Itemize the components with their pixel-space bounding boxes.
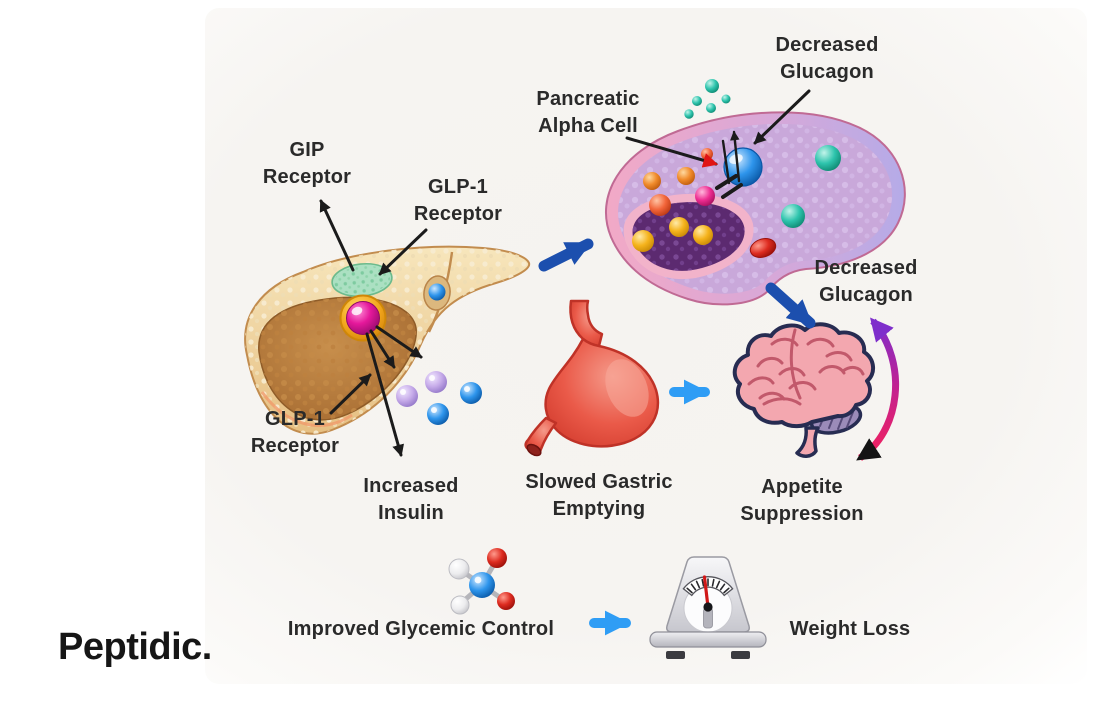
scale-ticks [686, 578, 730, 594]
label-improved-glycemic-control: Improved Glycemic Control [288, 616, 554, 643]
label-line: Increased [363, 475, 459, 497]
label-line: Suppression [740, 503, 864, 525]
weighing-scale-illustration [649, 556, 767, 659]
label-decreased-glucagon-right: Decreased Glucagon [815, 255, 918, 309]
label-gip-receptor: GIP Receptor [263, 137, 351, 191]
label-line: Decreased [775, 34, 879, 56]
label-glp1-receptor-top: GLP-1 Receptor [414, 174, 502, 228]
label-line: Improved Glycemic Control [287, 618, 555, 640]
label-line: GIP [289, 139, 325, 161]
label-line: Receptor [262, 166, 352, 188]
label-line: Emptying [552, 498, 646, 520]
label-line: Glucagon [780, 61, 874, 83]
brain-gyri [747, 328, 865, 406]
granule-icon [695, 186, 715, 206]
brainstem [795, 426, 820, 458]
label-slowed-gastric-emptying: Slowed Gastric Emptying [525, 469, 672, 523]
label-line: Appetite [761, 476, 843, 498]
stomach-illustration [524, 299, 660, 457]
dash-to-pink-granule [721, 183, 743, 199]
islet-illustration [605, 79, 906, 306]
label-line: Glucagon [819, 284, 913, 306]
secreted-dots [684, 79, 731, 119]
atom-white-icon [450, 595, 470, 615]
arrow-pancreas-to-islet [538, 238, 594, 272]
brand-logo: Peptidic. [58, 626, 212, 668]
granule-icon [677, 167, 695, 185]
arrow-to-gip-label [319, 199, 355, 272]
granule-icon [669, 217, 689, 237]
label-weight-loss: Weight Loss [790, 616, 911, 643]
gip-receptor-site [331, 262, 393, 298]
atom-red-icon [487, 548, 507, 568]
arrow-insulin-1 [369, 329, 396, 369]
label-line: Alpha Cell [538, 115, 638, 137]
label-decreased-glucagon-top: Decreased Glucagon [776, 32, 879, 86]
molecule-illustration [448, 548, 515, 615]
granule-icon [643, 172, 661, 190]
arrow-secretion-1 [730, 130, 741, 183]
atom-white-icon [448, 558, 470, 580]
granule-icon [632, 230, 654, 252]
arrow-secretion-2 [721, 139, 731, 185]
arrow-appetite-glucagon-loop [856, 317, 900, 461]
granule-icon [815, 145, 841, 171]
arrow-insulin-2 [375, 325, 423, 359]
atom-blue-icon [469, 572, 495, 598]
label-glp1-receptor-bottom: GLP-1 Receptor [251, 406, 339, 460]
label-appetite-suppression: Appetite Suppression [740, 474, 863, 528]
label-increased-insulin: Increased Insulin [363, 473, 458, 527]
label-line: Decreased [814, 257, 918, 279]
arrow-glp1-top [378, 228, 428, 276]
dash-to-pink-granule [715, 174, 738, 190]
brain-illustration [732, 322, 875, 458]
blue-vesicle-icon [428, 283, 446, 301]
label-line: Weight Loss [789, 618, 911, 640]
granule-icon [649, 194, 671, 216]
label-line: GLP-1 [265, 408, 325, 430]
arrow-alpha-cell [625, 136, 719, 168]
granule-icon [693, 225, 713, 245]
label-line: Receptor [250, 435, 340, 457]
label-line: Pancreatic [536, 88, 640, 110]
granule-icon [701, 148, 713, 160]
red-cell-icon [749, 238, 777, 258]
azure-flow-arrows [589, 379, 710, 636]
glp1-receptor-site [339, 294, 387, 342]
granule-icon [781, 204, 805, 228]
black-annotation-arrows [319, 89, 811, 457]
arrow-glp1-bottom [329, 373, 372, 415]
arrow-increased-insulin [365, 332, 405, 457]
navy-flow-arrows [538, 238, 816, 329]
label-line: GLP-1 [428, 176, 488, 198]
label-pancreatic-alpha-cell: Pancreatic Alpha Cell [536, 86, 639, 140]
label-line: Insulin [378, 502, 444, 524]
arrow-decreased-glucagon [753, 89, 811, 145]
atom-red-icon [497, 592, 515, 610]
insulin-vesicles [396, 371, 482, 425]
label-line: Receptor [413, 203, 503, 225]
label-line: Slowed Gastric [525, 471, 673, 493]
arrow-islet-to-brain [765, 282, 816, 329]
scale-needle [702, 575, 710, 609]
